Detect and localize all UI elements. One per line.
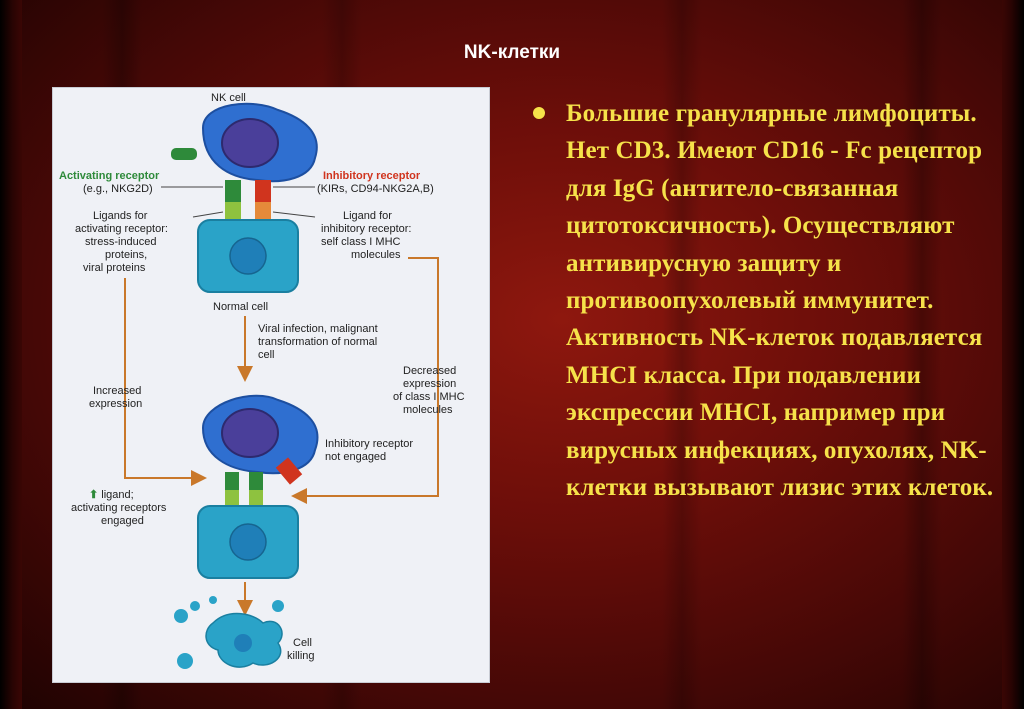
ligand-engaged-line-2: activating receptors: [71, 502, 167, 514]
arrow-decreased-expression: [291, 257, 439, 504]
inhibitory-not-engaged-line-2: not engaged: [325, 451, 386, 463]
inhibitory-ligand-top: [255, 202, 271, 220]
ligands-activating-line-3: stress-induced: [85, 236, 157, 248]
arrow-increased-expression: [124, 278, 207, 486]
decreased-expression-line-3: of class I MHC: [393, 391, 465, 403]
ligands-activating-line-1: Ligands for: [93, 210, 148, 222]
cell-killing-line-2: killing: [287, 650, 315, 662]
nk-cell-diagram: NK cell Activating receptor (e.g., NKG2D…: [52, 87, 490, 683]
diagram-svg: NK cell Activating receptor (e.g., NKG2D…: [59, 92, 465, 669]
ligand-inhibitory-line-4: molecules: [351, 249, 401, 261]
activating-receptor-engaged-2: [249, 472, 263, 490]
curtain-edge-left: [0, 0, 22, 709]
ligand-engaged-line-3: engaged: [101, 515, 144, 527]
decreased-expression-line-1: Decreased: [403, 365, 456, 377]
nk-side-receptor: [171, 148, 197, 160]
activating-ligand-1: [225, 490, 239, 506]
ligand-engaged-line-1: ⬆ ligand;: [89, 489, 134, 501]
viral-infection-line-3: cell: [258, 349, 275, 361]
ligands-activating-line-4: proteins,: [105, 249, 147, 261]
activating-receptor-label: Activating receptor: [59, 170, 160, 182]
activating-receptor-top: [225, 180, 241, 202]
inhibitory-receptor-not-engaged: [275, 457, 303, 485]
normal-cell: [197, 219, 299, 293]
ligand-engaged-text: ligand;: [101, 489, 133, 501]
slide-body-text: Большие гранулярные лимфоциты. Нет CD3. …: [566, 100, 994, 502]
viral-infection-line-2: transformation of normal: [258, 336, 377, 348]
inhibitory-receptor-top: [255, 180, 271, 202]
decreased-expression-line-2: expression: [403, 378, 456, 390]
leader-line: [192, 211, 224, 218]
inhibitory-example-label: (KIRs, CD94-NKG2A,B): [317, 183, 434, 195]
ligand-inhibitory-line-1: Ligand for: [343, 210, 392, 222]
nk-cell-middle: [201, 394, 319, 475]
activating-ligand-top: [225, 202, 241, 220]
activating-ligand-2: [249, 490, 263, 506]
decreased-expression-line-4: molecules: [403, 404, 453, 416]
inhibitory-not-engaged-line-1: Inhibitory receptor: [325, 438, 413, 450]
increased-expression-line-2: expression: [89, 398, 142, 410]
activating-receptor-engaged-1: [225, 472, 239, 490]
activating-example-label: (e.g., NKG2D): [83, 183, 153, 195]
viral-infection-line-1: Viral infection, malignant: [258, 323, 378, 335]
target-cell: [197, 505, 299, 579]
nk-cell-label: NK cell: [211, 92, 246, 104]
ligands-activating-line-2: activating receptor:: [75, 223, 168, 235]
increased-expression-line-1: Increased: [93, 385, 141, 397]
lysed-cell-fragments: [174, 596, 284, 669]
ligands-activating-line-5: viral proteins: [83, 262, 146, 274]
curtain-edge-right: [1002, 0, 1024, 709]
cell-killing-line-1: Cell: [293, 637, 312, 649]
ligand-inhibitory-line-3: self class I MHC: [321, 236, 401, 248]
nk-cell-top: [171, 102, 318, 183]
leader-line: [272, 211, 316, 218]
normal-cell-label: Normal cell: [213, 301, 268, 313]
inhibitory-receptor-label: Inhibitory receptor: [323, 170, 421, 182]
bullet-point-icon: [533, 107, 545, 119]
ligand-inhibitory-line-2: inhibitory receptor:: [321, 223, 412, 235]
slide-title: NK-клетки: [463, 42, 561, 63]
